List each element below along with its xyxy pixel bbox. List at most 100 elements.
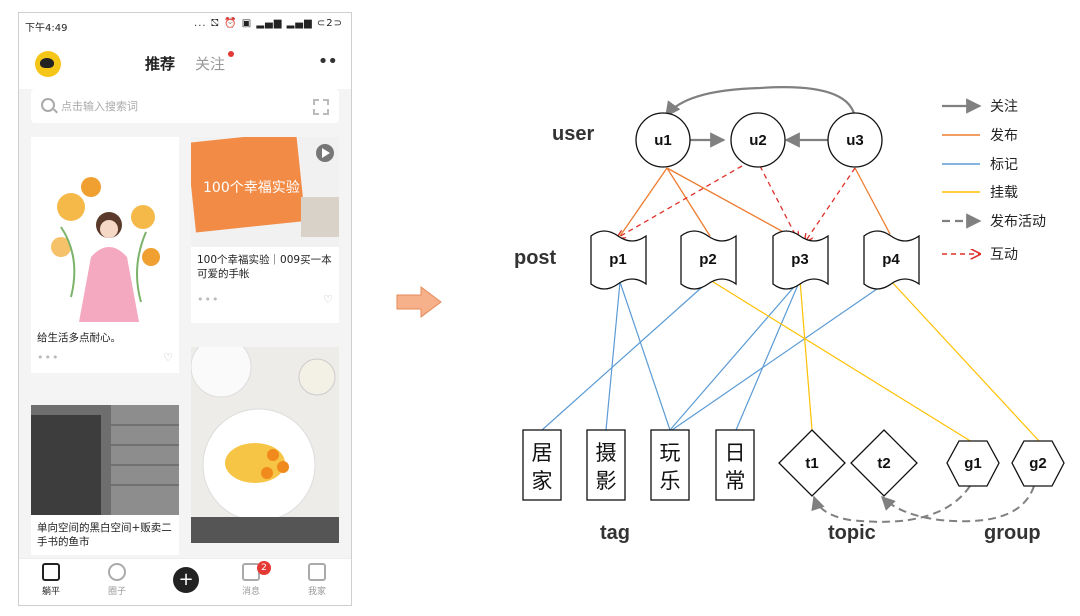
follow-edge xyxy=(665,86,857,119)
nav-circle[interactable]: 圈子 xyxy=(97,563,137,597)
publish-edge xyxy=(854,167,891,235)
svg-text:t1: t1 xyxy=(805,455,818,472)
user-node-u2: u2 xyxy=(730,112,786,168)
post-node-p1: p1 xyxy=(590,230,647,290)
tab-follow[interactable]: 关注 xyxy=(195,55,226,73)
notification-dot xyxy=(228,51,234,57)
svg-text:摄: 摄 xyxy=(596,441,617,465)
more-dots-icon[interactable]: ••• xyxy=(37,351,60,364)
svg-text:u1: u1 xyxy=(654,132,672,149)
user-node-u1: u1 xyxy=(635,112,691,168)
post-node-p2: p2 xyxy=(680,230,737,290)
legend-item-interact: 互动 xyxy=(942,247,1018,263)
svg-text:u2: u2 xyxy=(749,132,767,149)
svg-text:常: 常 xyxy=(725,469,746,493)
tag-node: 居 家 xyxy=(522,429,562,501)
svg-text:影: 影 xyxy=(596,469,617,493)
svg-text:发布活动: 发布活动 xyxy=(990,214,1046,230)
tag-node: 摄 影 xyxy=(586,429,626,501)
feed-card[interactable] xyxy=(191,347,339,543)
bottom-nav: 躺平 圈子 + 消息 2 我家 xyxy=(19,558,351,605)
card-caption: 单向空间的黑白空间+贩卖二手书的鱼市 xyxy=(37,522,172,548)
svg-text:家: 家 xyxy=(532,469,553,493)
tag-node: 日 常 xyxy=(715,429,755,501)
mount-edge xyxy=(889,279,1041,443)
post-row-label: post xyxy=(514,247,557,269)
feed-card[interactable]: 给生活多点耐心。 ••• ♡ xyxy=(31,137,179,373)
heart-icon[interactable]: ♡ xyxy=(323,293,333,306)
group-node-g1: g1 xyxy=(946,440,1000,487)
svg-text:p4: p4 xyxy=(882,251,900,268)
svg-text:p3: p3 xyxy=(791,251,809,268)
group-node-g2: g2 xyxy=(1011,440,1065,487)
avatar[interactable] xyxy=(35,51,61,77)
svg-text:乐: 乐 xyxy=(660,469,681,493)
legend-item-follow: 关注 xyxy=(942,98,1018,115)
home-icon xyxy=(42,563,60,581)
search-placeholder: 点击输入搜索词 xyxy=(61,100,138,113)
tag-edge xyxy=(619,281,671,431)
user-row-label: user xyxy=(552,123,594,145)
svg-text:居: 居 xyxy=(532,441,553,465)
mount-edge xyxy=(709,279,973,443)
svg-text:互动: 互动 xyxy=(990,247,1018,263)
orange-notebook-photo xyxy=(191,137,339,247)
feed-card[interactable]: 100个幸福实验 100个幸福实验｜009买一本可爱的手帐 ••• ♡ xyxy=(191,137,339,323)
legend-item-tag: 标记 xyxy=(942,157,1018,173)
activity-edge xyxy=(811,485,971,523)
legend-item-mount: 挂载 xyxy=(942,185,1018,201)
svg-text:日: 日 xyxy=(725,441,746,465)
tag-edge xyxy=(671,279,891,431)
svg-text:p2: p2 xyxy=(699,251,717,268)
search-input[interactable]: 点击输入搜索词 xyxy=(31,89,339,123)
feed-card[interactable]: 单向空间的黑白空间+贩卖二手书的鱼市 xyxy=(31,405,179,555)
more-icon[interactable]: •• xyxy=(317,51,338,72)
interact-edge xyxy=(805,167,856,242)
interact-edge xyxy=(759,165,798,240)
more-dots-icon[interactable]: ••• xyxy=(197,293,220,306)
scan-icon[interactable] xyxy=(313,99,329,115)
activity-edge xyxy=(881,485,1035,523)
publish-edge xyxy=(666,167,711,237)
topic-node-t1: t1 xyxy=(778,429,846,497)
house-icon xyxy=(308,563,326,581)
svg-text:p1: p1 xyxy=(609,251,627,268)
transition-arrow-icon xyxy=(396,286,442,318)
svg-text:标记: 标记 xyxy=(990,157,1018,173)
svg-text:t2: t2 xyxy=(877,455,890,472)
topic-row-label: topic xyxy=(828,522,876,544)
heart-icon[interactable]: ♡ xyxy=(163,351,173,364)
phone-screenshot: 下午4:49 ... ⛞ ⏰ ▣ ▂▄▆ ▂▄▆ ⊂2⊃ 推荐 关注 •• 点击… xyxy=(18,12,352,606)
status-bar: 下午4:49 ... ⛞ ⏰ ▣ ▂▄▆ ▂▄▆ ⊂2⊃ xyxy=(19,13,351,39)
tag-edge xyxy=(541,279,711,431)
card-caption: 给生活多点耐心。 xyxy=(37,332,121,344)
tag-edge xyxy=(735,279,801,431)
top-nav: 推荐 关注 •• xyxy=(19,39,351,89)
nav-home[interactable]: 躺平 xyxy=(31,563,71,597)
publish-edge xyxy=(666,167,799,241)
legend-item-activity: 发布活动 xyxy=(942,213,1046,230)
svg-text:玩: 玩 xyxy=(660,441,681,465)
mount-edge xyxy=(799,279,813,431)
legend: 关注 发布 标记 挂载 发布活动 互动 xyxy=(942,98,1046,263)
svg-text:g1: g1 xyxy=(964,455,982,472)
tag-node: 玩 乐 xyxy=(650,429,690,501)
svg-text:关注: 关注 xyxy=(990,99,1018,115)
post-node-p4: p4 xyxy=(863,230,920,290)
group-row-label: group xyxy=(984,522,1041,544)
interact-edge xyxy=(617,165,743,238)
post-button[interactable]: + xyxy=(173,567,199,593)
publish-edge xyxy=(619,167,668,237)
graph-diagram: user post tag topic group u1 xyxy=(514,86,1065,544)
nav-my-home[interactable]: 我家 xyxy=(297,563,337,597)
card-caption: 100个幸福实验｜009买一本可爱的手帐 xyxy=(197,254,332,280)
status-icons: ... ⛞ ⏰ ▣ ▂▄▆ ▂▄▆ ⊂2⊃ xyxy=(194,18,343,29)
food-plate-photo xyxy=(191,347,339,543)
search-icon xyxy=(41,98,55,112)
user-node-u3: u3 xyxy=(827,112,883,168)
tab-recommend[interactable]: 推荐 xyxy=(145,55,176,73)
flower-woman-illustration xyxy=(31,137,179,327)
tag-edge xyxy=(669,279,801,431)
post-node-p3: p3 xyxy=(772,230,829,290)
svg-text:u3: u3 xyxy=(846,132,864,149)
